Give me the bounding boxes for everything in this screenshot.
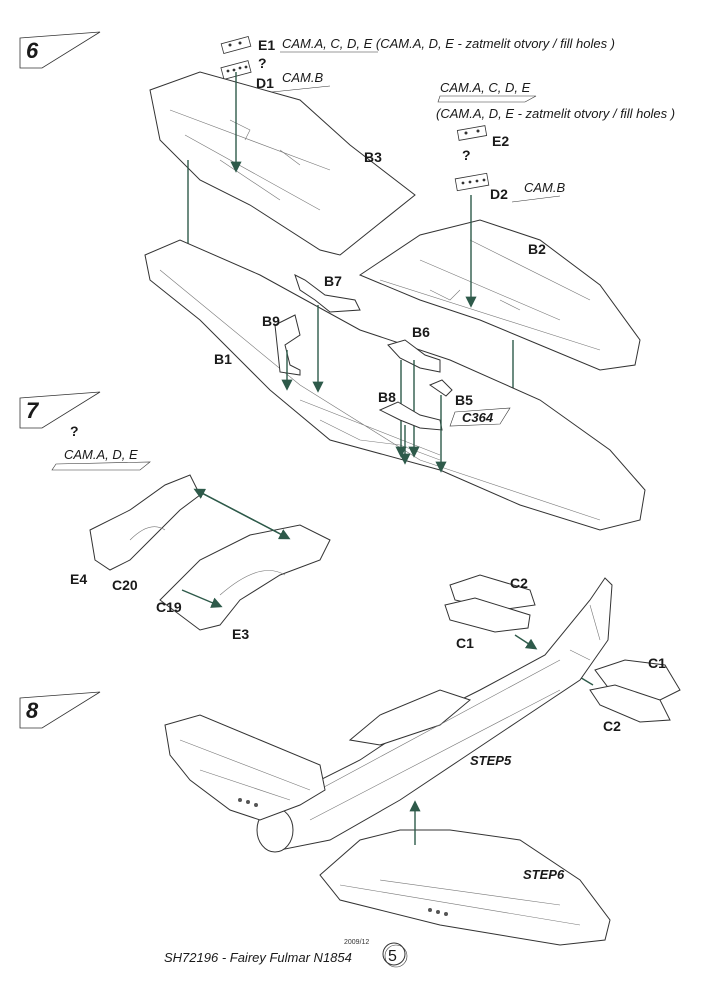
label-c2-top: C2 — [510, 575, 528, 591]
label-c1-left: C1 — [456, 635, 474, 651]
part-flap-right — [159, 524, 331, 631]
step-7-number: 7 — [26, 398, 40, 423]
label-b5: B5 — [455, 392, 473, 408]
note-d2: CAM.B — [524, 180, 566, 195]
step-6-number: 6 — [26, 38, 39, 63]
part-b3-wing — [149, 71, 416, 256]
page-number: 5 — [388, 948, 397, 965]
question-mark-icon: ? — [258, 55, 267, 71]
label-e2: E2 — [492, 133, 509, 149]
part-d2 — [454, 172, 490, 192]
part-e1 — [220, 36, 252, 54]
label-b9: B9 — [262, 313, 280, 329]
step-8-header: 8 — [19, 691, 101, 729]
step-7-header: 7 — [19, 391, 101, 429]
note-e1: CAM.A, C, D, E (CAM.A, D, E - zatmelit o… — [282, 36, 615, 51]
part-wing-lower — [319, 829, 611, 946]
part-b2-wing — [358, 219, 641, 371]
footer-kit: SH72196 - Fairey Fulmar N1854 — [164, 950, 352, 965]
step-6-header: 6 — [19, 31, 101, 69]
label-c19: C19 — [156, 599, 182, 615]
label-c2-right: C2 — [603, 718, 621, 734]
part-b6 — [387, 339, 441, 373]
part-b1-wing — [144, 239, 646, 531]
question-mark-icon-2: ? — [462, 147, 471, 163]
note-c364: C364 — [462, 410, 494, 425]
label-d2: D2 — [490, 186, 508, 202]
label-c20: C20 — [112, 577, 138, 593]
note-d1: CAM.B — [282, 70, 324, 85]
part-wing-port — [164, 714, 326, 821]
label-e1: E1 — [258, 37, 275, 53]
footer-date: 2009/12 — [344, 939, 369, 946]
part-flap-left — [89, 474, 201, 571]
note-cam-ade-fill: (CAM.A, D, E - zatmelit otvory / fill ho… — [436, 106, 675, 121]
note-step7: CAM.A, D, E — [64, 447, 138, 462]
part-elevator-top — [444, 574, 536, 633]
label-b7: B7 — [324, 273, 342, 289]
step-8-number: 8 — [26, 698, 39, 723]
label-b8: B8 — [378, 389, 396, 405]
page-number-badge: 5 — [382, 942, 408, 968]
part-e2 — [456, 125, 488, 141]
note-cam-acde: CAM.A, C, D, E — [440, 80, 531, 95]
label-e3: E3 — [232, 626, 249, 642]
label-step6: STEP6 — [523, 867, 565, 882]
part-d1 — [220, 60, 252, 80]
label-b3: B3 — [364, 149, 382, 165]
part-b7 — [294, 274, 361, 313]
label-b6: B6 — [412, 324, 430, 340]
question-mark-icon-3: ? — [70, 423, 79, 439]
part-elevator-right — [589, 659, 681, 723]
label-step5: STEP5 — [470, 753, 512, 768]
label-d1: D1 — [256, 75, 274, 91]
label-b2: B2 — [528, 241, 546, 257]
label-c1-right: C1 — [648, 655, 666, 671]
part-fuselage — [256, 577, 613, 853]
part-b5 — [428, 379, 453, 397]
label-b1: B1 — [214, 351, 232, 367]
label-e4: E4 — [70, 571, 87, 587]
